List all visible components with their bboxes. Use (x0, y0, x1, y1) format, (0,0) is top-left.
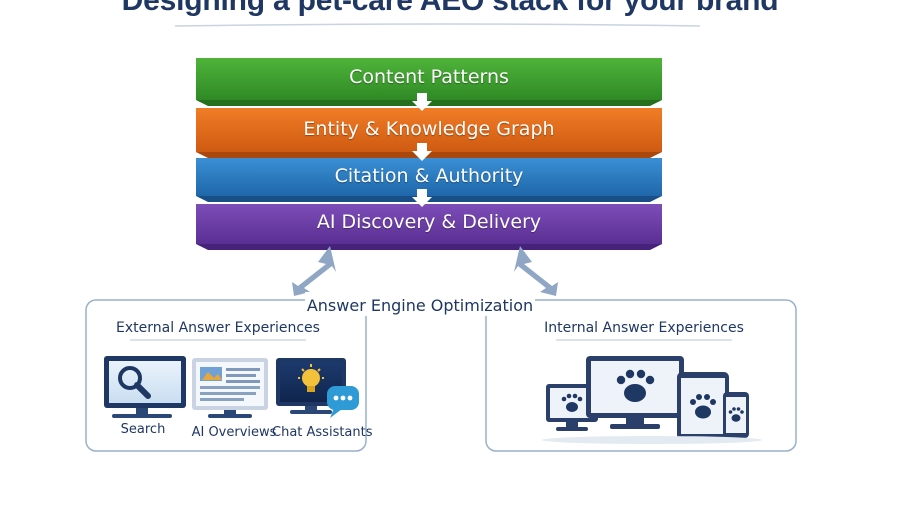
large-monitor-paw-icon (586, 356, 684, 429)
stack-label-citation-authority: Citation & Authority (334, 165, 524, 187)
stack-label-content-patterns: Content Patterns (349, 66, 509, 88)
stack-label-ai-discovery-delivery: AI Discovery & Delivery (316, 211, 542, 233)
chat-assistant-monitor-icon (276, 358, 359, 418)
stack-band-entity-knowledge-graph (196, 108, 662, 158)
caption-ai-overviews: AI Overviews (191, 425, 277, 440)
stack-band-content-patterns (196, 58, 662, 106)
stack-band-ai-discovery-delivery (196, 204, 662, 250)
title-underline (174, 23, 701, 27)
external-panel-title: External Answer Experiences (116, 320, 320, 336)
page-title: Designing a pet-care AEO stack for your … (121, 0, 779, 17)
answer-engine-optimization-label: Answer Engine Optimization (306, 296, 534, 315)
arrow-to-external-icon (292, 246, 336, 296)
caption-chat-assistants: Chat Assistants (272, 425, 373, 440)
arrow-to-internal-icon (514, 246, 558, 296)
search-monitor-icon (104, 356, 186, 418)
center-label-backing (305, 292, 535, 316)
ai-overviews-monitor-icon (192, 358, 268, 418)
stack-label-entity-knowledge-graph: Entity & Knowledge Graph (303, 118, 555, 140)
band-connector-arrows (412, 93, 432, 207)
stack-band-citation-authority (196, 158, 662, 202)
internal-panel-title: Internal Answer Experiences (544, 320, 744, 336)
caption-search: Search (120, 422, 166, 437)
devices-shadow (542, 436, 762, 444)
phone-paw-icon (723, 392, 749, 438)
tablet-paw-icon (677, 372, 729, 440)
